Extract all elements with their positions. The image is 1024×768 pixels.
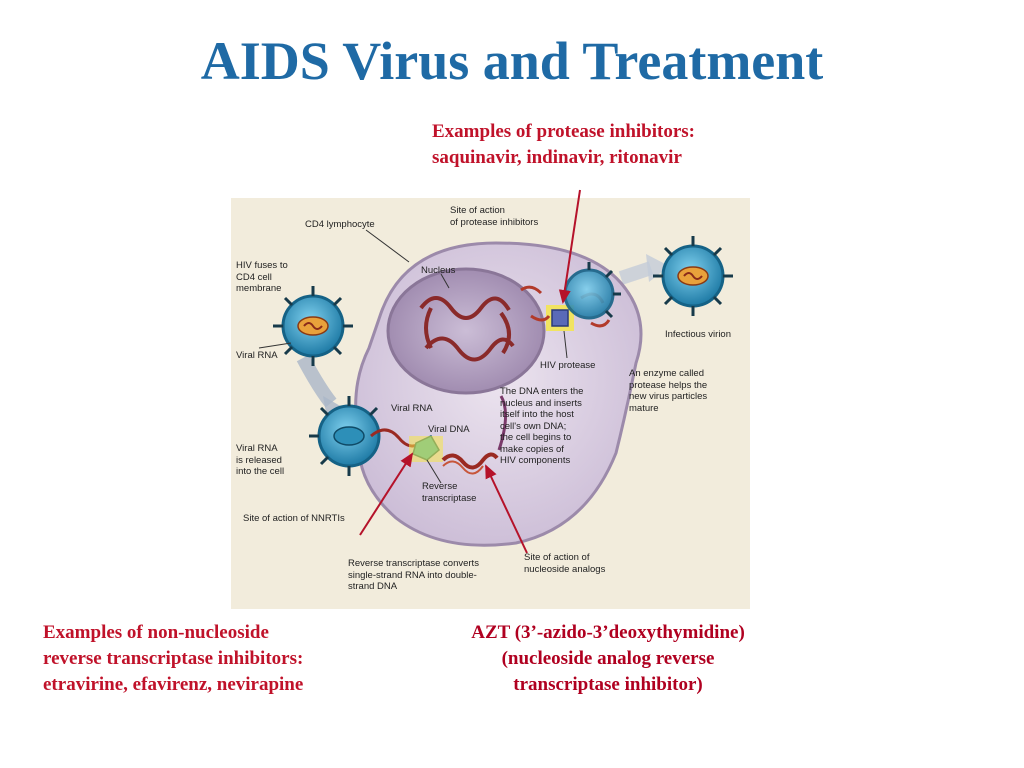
nnrti-callout-line-3: etravirine, efavirenz, nevirapine: [43, 674, 304, 695]
label-enzyme-line-4: mature: [629, 402, 659, 414]
label-rna-released-line-1: Viral RNA: [236, 443, 278, 454]
label-dna-enters-line-4: cell's own DNA;: [500, 420, 567, 432]
label-rt-converts-line-2: single-strand RNA into double-: [348, 569, 477, 581]
label-rna-released-line-2: is released: [236, 454, 282, 466]
dna-to-nucleus-arrow: [497, 395, 507, 451]
azt-callout-line-2: (nucleoside analog reverse: [501, 648, 715, 669]
virus-fusing: [273, 286, 353, 366]
virus-releasing-rna: [309, 396, 381, 476]
label-dna-enters-line-1: The DNA enters the: [500, 386, 584, 397]
label-dna-enters-line-3: itself into the host: [500, 409, 574, 420]
label-rt-converts: Reverse transcriptase converts single-st…: [348, 558, 479, 593]
label-cd4-lymphocyte: CD4 lymphocyte: [305, 219, 375, 230]
label-hiv-protease: HIV protease: [540, 360, 596, 371]
hiv-lifecycle-diagram: CD4 lymphocyte Site of action of proteas…: [231, 198, 750, 609]
label-rna-released: Viral RNA is released into the cell: [236, 443, 284, 478]
leader-viral-rna: [258, 342, 292, 349]
label-nucleoside-site-line-2: nucleoside analogs: [524, 563, 606, 575]
label-dna-enters-line-2: nucleus and inserts: [500, 397, 582, 409]
label-nucleus: Nucleus: [421, 265, 456, 276]
label-dna-enters-line-5: the cell begins to: [500, 432, 572, 443]
nnrti-callout: Examples of non-nucleoside reverse trans…: [43, 620, 303, 698]
label-viral-rna-inner: Viral RNA: [391, 403, 433, 414]
label-reverse-transcriptase-line-1: Reverse: [422, 481, 458, 492]
label-dna-enters-line-7: HIV components: [500, 455, 571, 466]
label-hiv-fuses-line-2: CD4 cell: [236, 271, 272, 283]
viral-dna-strand-2: [442, 460, 484, 475]
leader-hiv-protease: [563, 330, 568, 359]
azt-callout-line-1: AZT (3’-azido-3’deoxythymidine): [471, 622, 745, 643]
label-hiv-fuses: HIV fuses to CD4 cell membrane: [236, 260, 288, 295]
nnrti-callout-line-2: reverse transcriptase inhibitors:: [43, 648, 304, 669]
nnrti-site-highlight: [409, 436, 443, 462]
azt-callout: AZT (3’-azido-3’deoxythymidine) (nucleos…: [420, 620, 796, 698]
label-rt-converts-line-1: Reverse transcriptase converts: [348, 558, 479, 569]
process-arrow-fusion: [296, 354, 337, 408]
leader-cd4: [365, 229, 410, 263]
nucleus-dna-coil: [419, 296, 515, 362]
protease-callout-line-1: Examples of protease inhibitors:: [432, 121, 696, 142]
diagram-artwork: [258, 229, 733, 547]
label-nnrti-site: Site of action of NNRTIs: [243, 513, 345, 524]
label-enzyme-line-2: protease helps the: [629, 379, 708, 391]
label-rt-converts-line-3: strand DNA: [348, 581, 398, 592]
leader-nucleus: [440, 273, 450, 289]
label-infectious-virion: Infectious virion: [665, 329, 732, 340]
protease-inhibitors-callout: Examples of protease inhibitors: saquina…: [432, 119, 695, 171]
process-arrow-budding: [618, 261, 654, 285]
label-rna-released-line-3: into the cell: [236, 466, 285, 477]
slide-title: AIDS Virus and Treatment: [200, 31, 824, 91]
label-nucleoside-site-line-1: Site of action of: [524, 552, 590, 563]
label-dna-enters: The DNA enters the nucleus and inserts i…: [500, 386, 583, 467]
label-protease-site: Site of action of protease inhibitors: [450, 205, 538, 228]
protease-callout-line-2: saquinavir, indinavir, ritonavir: [432, 147, 682, 168]
label-enzyme-protease: An enzyme called protease helps the new …: [629, 368, 707, 414]
label-enzyme-line-3: new virus particles: [629, 391, 708, 402]
label-hiv-fuses-line-3: membrane: [236, 283, 282, 294]
label-protease-site-line-2: of protease inhibitors: [450, 216, 539, 228]
process-arrow-budding-head: [646, 254, 669, 282]
leader-rev-transcriptase: [426, 459, 442, 484]
viral-dna-strand: [441, 452, 499, 470]
infectious-virion: [653, 236, 733, 316]
label-viral-dna: Viral DNA: [428, 424, 470, 435]
azt-callout-line-3: transcriptase inhibitor): [513, 674, 703, 695]
label-reverse-transcriptase: Reverse transcriptase: [422, 481, 476, 504]
label-dna-enters-line-6: make copies of: [500, 443, 564, 455]
hiv-protease-enzyme: [551, 309, 569, 327]
label-hiv-fuses-line-1: HIV fuses to: [236, 260, 288, 271]
label-viral-rna-outer: Viral RNA: [236, 350, 278, 361]
label-nucleoside-site: Site of action of nucleoside analogs: [524, 552, 605, 575]
label-reverse-transcriptase-line-2: transcriptase: [422, 492, 477, 504]
nucleus-shape: [386, 267, 546, 395]
label-protease-site-line-1: Site of action: [450, 205, 505, 216]
label-enzyme-line-1: An enzyme called: [629, 368, 704, 379]
nnrti-callout-line-1: Examples of non-nucleoside: [43, 622, 269, 643]
